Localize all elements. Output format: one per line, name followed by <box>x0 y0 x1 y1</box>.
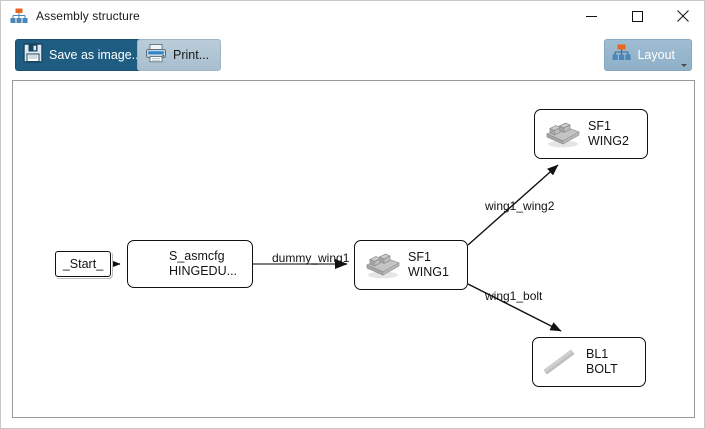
org-chart-icon <box>612 44 632 66</box>
hinge-part-icon <box>543 115 581 154</box>
window-controls <box>568 1 704 31</box>
graph-node-bolt[interactable]: BL1 BOLT <box>532 337 646 387</box>
graph-node-wing1[interactable]: SF1 WING1 <box>354 240 468 290</box>
bolt-part-icon <box>541 343 579 382</box>
window-title: Assembly structure <box>36 9 140 23</box>
edge-label-wing1-wing2: wing1_wing2 <box>485 199 555 213</box>
print-label: Print... <box>173 48 210 62</box>
edge-wing1-wing2 <box>467 164 559 246</box>
layout-label: Layout <box>637 48 675 62</box>
maximize-icon <box>631 10 643 22</box>
layout-button[interactable]: Layout <box>604 39 692 71</box>
graph-node-wing2[interactable]: SF1 WING2 <box>534 109 648 159</box>
graph-edges <box>107 164 562 332</box>
edge-label-wing1-bolt: wing1_bolt <box>485 289 543 303</box>
graph-node-label: SF1 WING1 <box>408 250 449 279</box>
chevron-down-icon[interactable] <box>681 64 687 67</box>
graph-node-start[interactable]: _Start_ <box>55 251 111 277</box>
save-as-image-button[interactable]: Save as image... <box>15 39 154 71</box>
printer-icon <box>145 43 167 68</box>
minimize-icon <box>585 15 597 17</box>
minimize-button[interactable] <box>568 1 614 31</box>
graph-node-label: SF1 WING2 <box>588 119 629 148</box>
title-bar: Assembly structure <box>1 1 704 31</box>
org-chart-icon <box>10 8 28 24</box>
graph-node-label: BL1 BOLT <box>586 347 618 376</box>
edge-label-dummy-wing1: dummy_wing1 <box>272 251 350 265</box>
save-as-image-label: Save as image... <box>49 48 143 62</box>
graph-node-asmcfg[interactable]: S_asmcfg HINGEDU... <box>127 240 253 288</box>
close-icon <box>677 10 689 22</box>
print-button[interactable]: Print... <box>137 39 222 71</box>
close-button[interactable] <box>660 1 704 31</box>
edge-wing1-bolt <box>467 283 562 332</box>
graph-canvas[interactable]: _Start_ S_asmcfg HINGEDU... <box>12 80 695 418</box>
maximize-button[interactable] <box>614 1 660 31</box>
floppy-disk-icon <box>23 42 43 68</box>
toolbar: Save as image... Print... <box>1 31 704 79</box>
graph-node-label: _Start_ <box>62 256 104 271</box>
graph-node-label: S_asmcfg HINGEDU... <box>168 249 238 278</box>
hinge-part-icon <box>363 246 401 285</box>
